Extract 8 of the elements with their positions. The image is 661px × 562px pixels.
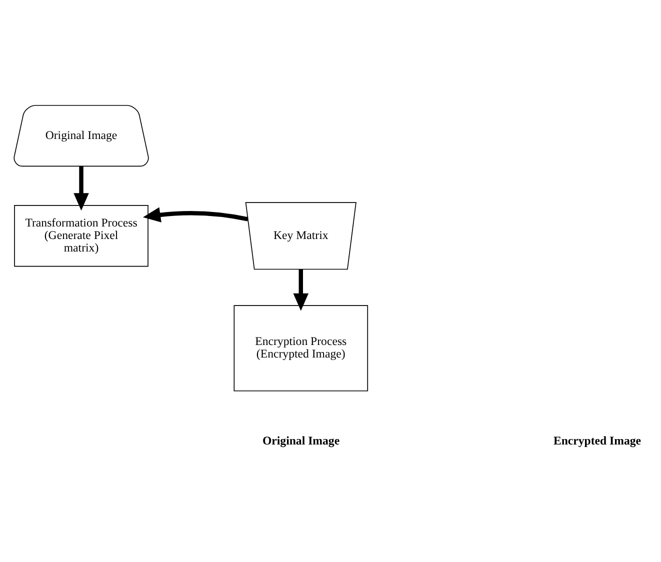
label: Encrypted Image — [553, 433, 642, 448]
arrow — [142, 206, 248, 222]
arrow — [293, 268, 309, 310]
node-box: Encryption Process (Encrypted Image) — [234, 304, 368, 391]
label: Original Image — [262, 433, 340, 448]
node-box: Transformation Process (Generate Pixel matrix) — [14, 204, 148, 266]
arrow — [74, 166, 89, 210]
node-box: Original Image — [14, 104, 149, 166]
